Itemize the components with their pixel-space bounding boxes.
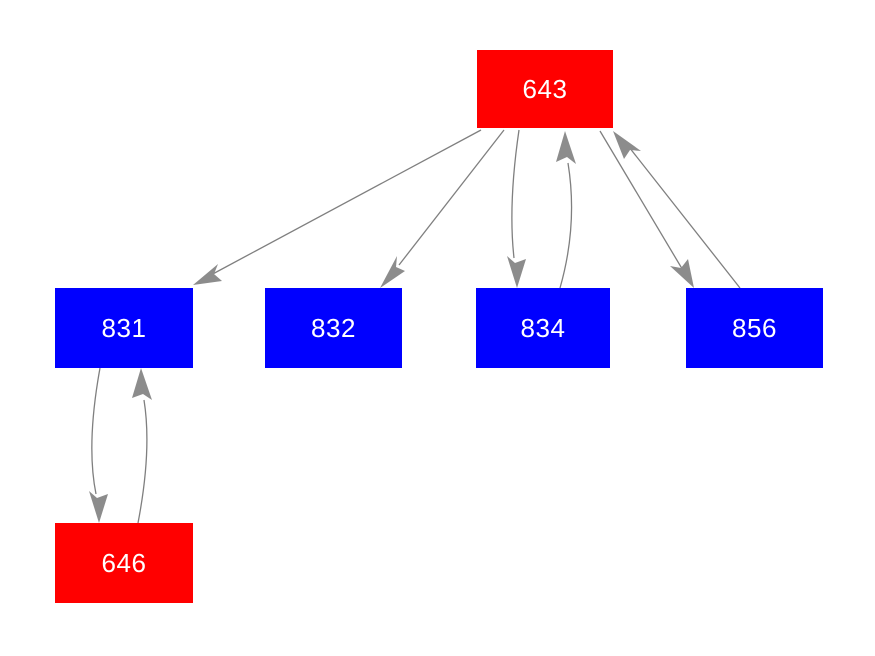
edge-643-834	[507, 129, 526, 288]
edge-643-856	[599, 130, 694, 288]
node-856[interactable]: 856	[686, 288, 823, 368]
node-646[interactable]: 646	[55, 523, 193, 603]
node-832[interactable]: 832	[265, 288, 402, 368]
node-834[interactable]: 834	[476, 288, 610, 368]
edge-856-643	[613, 131, 741, 289]
node-label-643: 643	[522, 74, 568, 104]
edge-646-831	[132, 368, 152, 524]
edge-831-646	[89, 367, 108, 523]
edge-643-831	[193, 129, 482, 285]
node-831[interactable]: 831	[55, 288, 193, 368]
node-label-834: 834	[520, 313, 566, 343]
edge-834-643	[556, 131, 576, 289]
node-label-856: 856	[732, 313, 777, 343]
node-label-832: 832	[311, 313, 356, 343]
node-label-831: 831	[101, 313, 147, 343]
edge-643-832	[380, 129, 505, 288]
node-643[interactable]: 643	[477, 50, 613, 128]
node-label-646: 646	[101, 548, 147, 578]
